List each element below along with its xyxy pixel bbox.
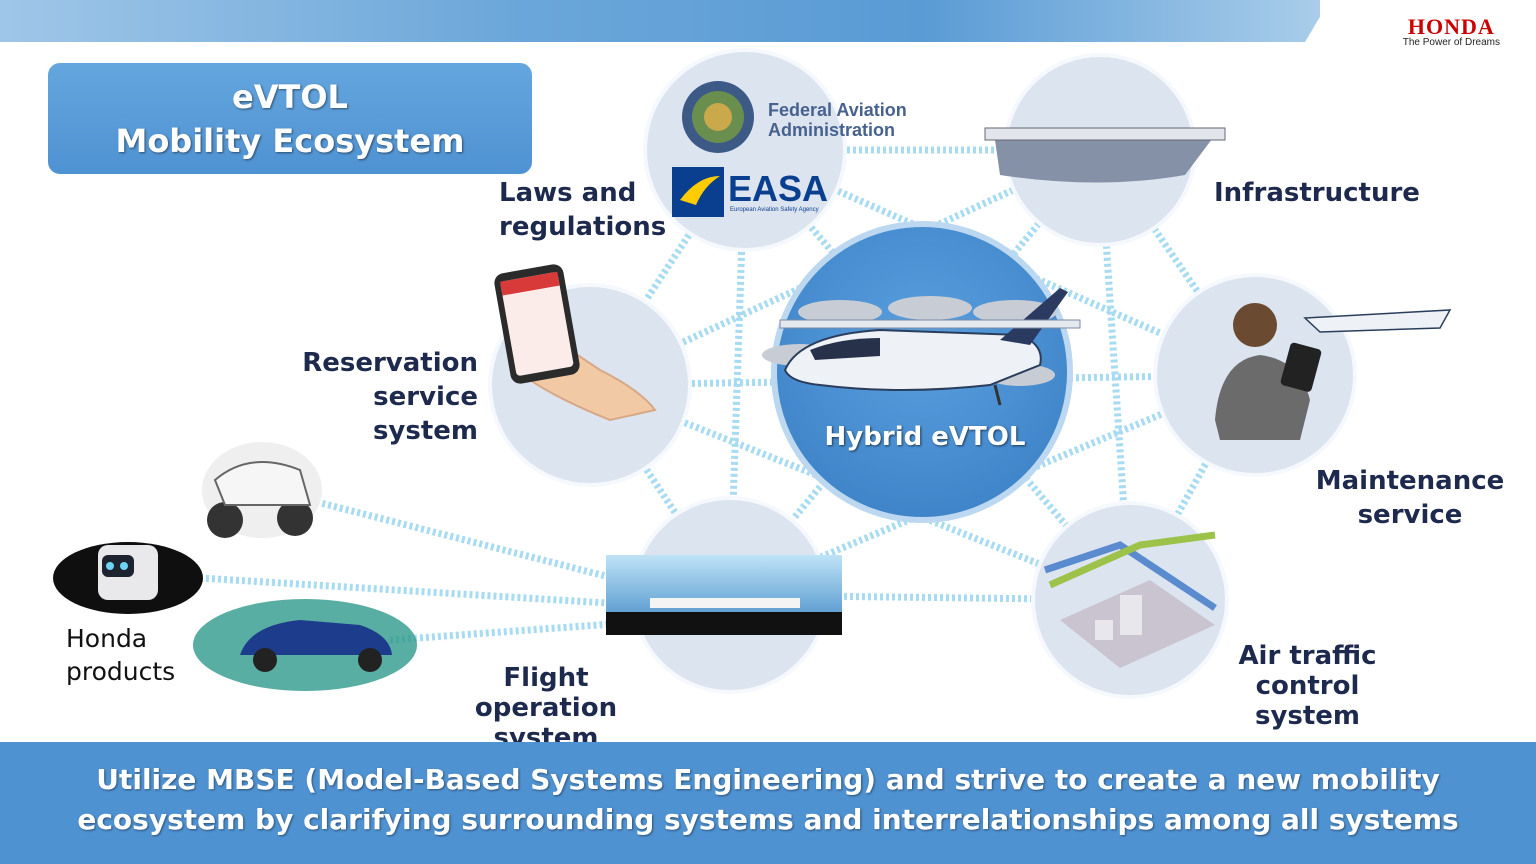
products-line-1: Honda [66,624,148,653]
brand-tagline: The Power of Dreams [1402,37,1500,48]
technician-icon [1215,303,1452,440]
faa-line-2: Administration [768,120,896,140]
honda-brand: HONDA The Power of Dreams [1403,14,1500,48]
reservation-line-2: service system [372,382,478,446]
label-honda-products: Honda products [66,622,175,688]
label-flight-operation: Flight operation system [430,663,662,753]
faa-seal-icon [682,81,754,153]
motorcycle-icon [202,442,322,538]
vertiport-infrastructure-icon [984,127,1226,183]
products-line-2: products [66,657,176,686]
footer-message: Utilize MBSE (Model-Based Systems Engine… [0,742,1536,864]
label-infrastructure: Infrastructure [1214,178,1420,208]
node-laws-regulations [643,48,847,252]
footer-line-1: Utilize MBSE (Model-Based Systems Engine… [96,763,1440,796]
control-room-screen-icon [606,555,842,635]
smartphone-hand-icon [494,264,657,422]
label-air-traffic: Air traffic control system [1200,641,1415,731]
label-maintenance: Maintenance service [1310,464,1510,532]
easa-subtitle: European Aviation Safety Agency [730,207,819,213]
atc-map-icon [1043,531,1217,668]
label-laws-regulations: Laws and regulations [499,176,666,244]
hub-label: Hybrid eVTOL [824,422,1026,452]
reservation-line-1: Reservation [302,348,478,378]
easa-logo-icon [672,167,724,217]
air-traffic-line-1: Air traffic [1238,641,1377,671]
car-icon [193,599,417,691]
maintenance-line-2: service [1357,500,1463,530]
laws-line-2: regulations [499,212,667,242]
footer-line-2: ecosystem by clarifying surrounding syst… [77,803,1459,836]
laws-line-1: Laws and [499,178,637,208]
faa-text: Federal Aviation Administration [768,100,907,140]
air-traffic-line-2: control system [1254,671,1361,731]
robot-icon [53,542,203,614]
label-reservation: Reservation service system [270,346,478,448]
evtol-aircraft-illustration [762,288,1081,406]
maintenance-line-1: Maintenance [1315,466,1505,496]
easa-text: EASA [728,168,829,209]
diagram-title: eVTOL Mobility Ecosystem [48,63,532,174]
flight-op-line-1: Flight operation [474,663,618,723]
top-banner [0,0,1320,42]
honda-logo: HONDA [1407,14,1495,39]
faa-line-1: Federal Aviation [768,100,907,120]
title-line-2: Mobility Ecosystem [115,122,465,160]
title-line-1: eVTOL [232,78,348,116]
